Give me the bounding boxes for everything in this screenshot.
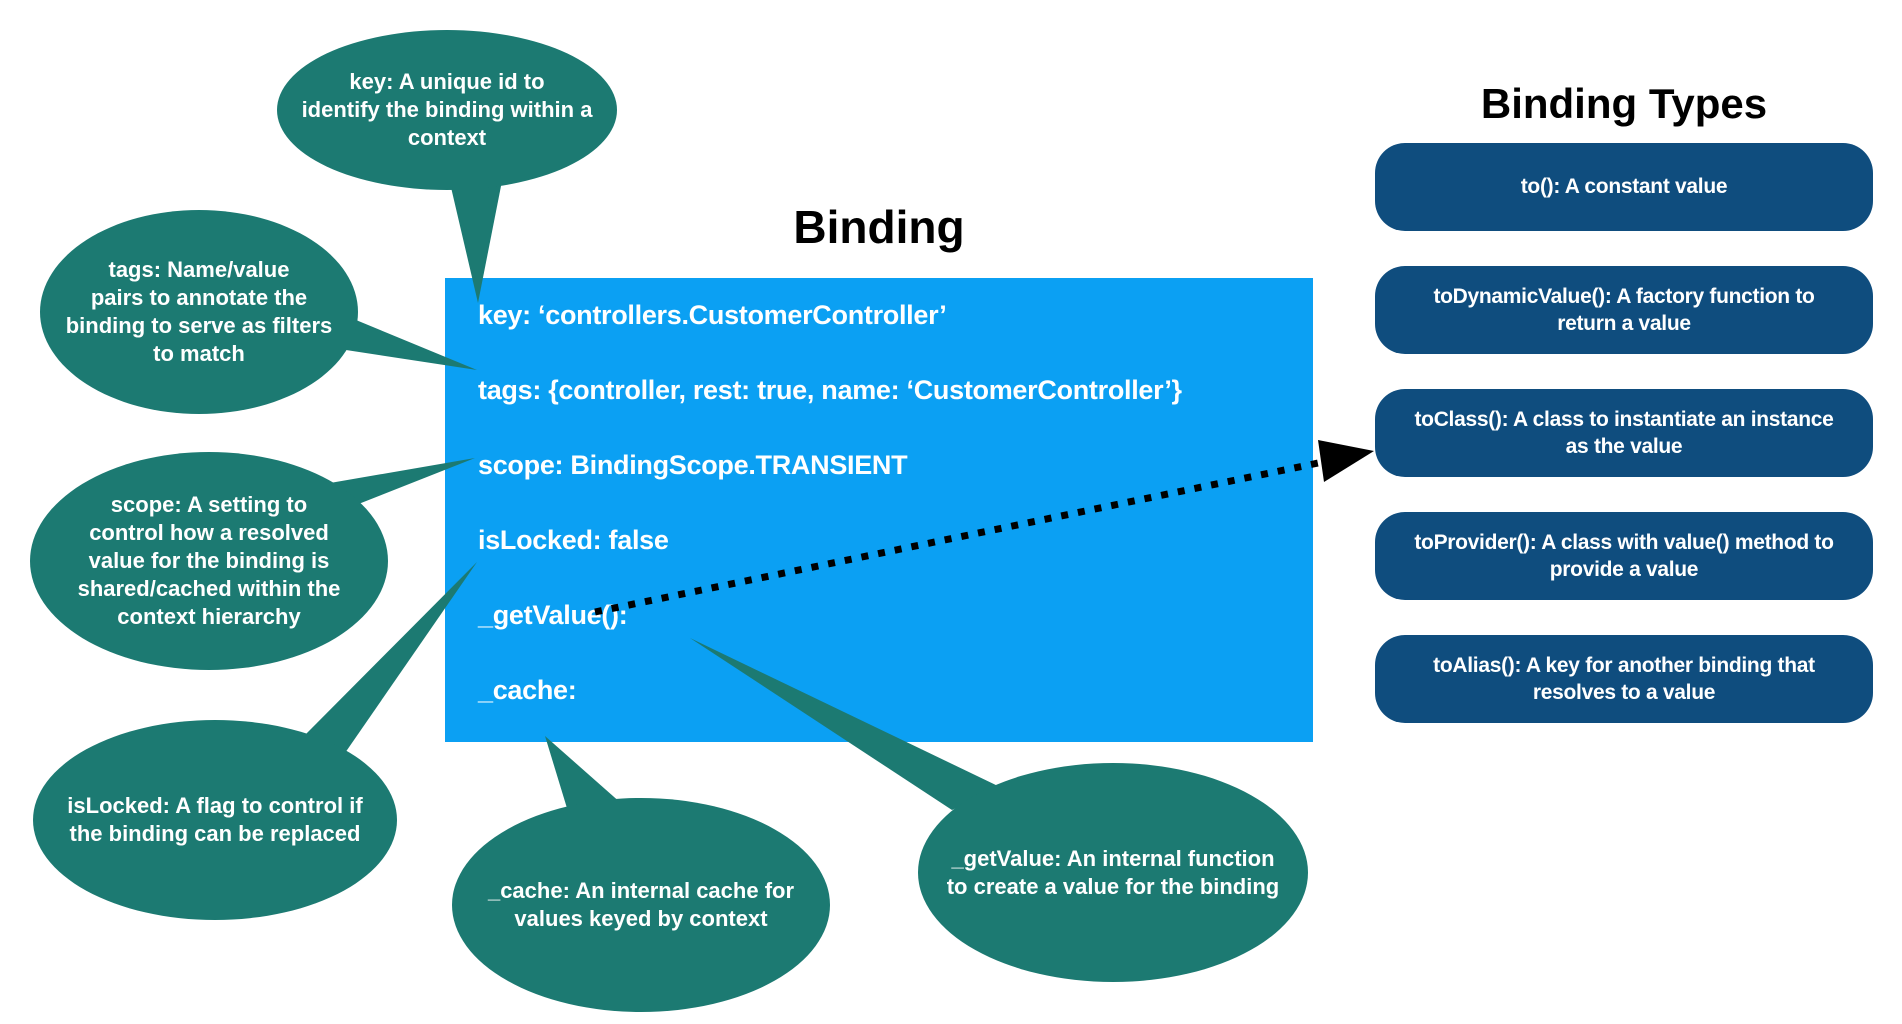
binding-field-tags: tags: {controller, rest: true, name: ‘Cu… <box>478 375 1182 405</box>
binding-type-toclass-label: toClass(): A class to instantiate an ins… <box>1414 407 1834 458</box>
binding-field-key: key: ‘controllers.CustomerController’ <box>478 300 947 330</box>
binding-field-islocked: isLocked: false <box>478 525 669 555</box>
dotted-arrow-line <box>594 457 1329 616</box>
binding-type-toprovider: toProvider(): A class with value() metho… <box>1375 512 1873 600</box>
binding-field-getvalue: _getValue(): <box>478 600 628 630</box>
callout-tail-key <box>450 181 502 303</box>
callout-tags: tags: Name/value pairs to annotate the b… <box>40 210 358 414</box>
binding-types-title: Binding Types <box>1480 80 1768 127</box>
callout-getvalue-text: _getValue: An internal function to creat… <box>946 845 1280 899</box>
binding-field-cache: _cache: <box>478 675 577 705</box>
binding-type-toprovider-label: toProvider(): A class with value() metho… <box>1414 530 1834 581</box>
callout-scope: scope: A setting to control how a resolv… <box>30 452 388 670</box>
callout-tags-text: tags: Name/value pairs to annotate the b… <box>65 257 333 366</box>
dotted-arrow-head <box>1318 440 1374 482</box>
callout-tail-getvalue <box>690 638 1000 810</box>
callout-islocked-text: isLocked: A flag to control if the bindi… <box>67 793 363 846</box>
binding-field-scope: scope: BindingScope.TRANSIENT <box>478 450 908 480</box>
callout-scope-text: scope: A setting to control how a resolv… <box>77 492 341 629</box>
binding-type-toalias-label: toAlias(): A key for another binding tha… <box>1433 653 1815 704</box>
binding-type-todynamicvalue: toDynamicValue(): A factory function to … <box>1375 266 1873 354</box>
binding-type-to-label: to(): A constant value <box>1520 175 1728 199</box>
callout-key: key: A unique id to identify the binding… <box>277 30 617 190</box>
callout-key-text: key: A unique id to identify the binding… <box>301 69 593 150</box>
callout-tail-cache <box>545 736 622 818</box>
callout-tail-scope <box>330 458 475 505</box>
callout-cache: _cache: An internal cache for values key… <box>452 798 830 1012</box>
binding-type-toclass: toClass(): A class to instantiate an ins… <box>1375 389 1873 477</box>
callout-cache-text: _cache: An internal cache for values key… <box>487 878 795 931</box>
callout-islocked: isLocked: A flag to control if the bindi… <box>33 720 397 920</box>
binding-type-toalias: toAlias(): A key for another binding tha… <box>1375 635 1873 723</box>
callout-tail-islocked <box>305 562 477 753</box>
binding-box: key: ‘controllers.CustomerController’ ta… <box>445 278 1313 742</box>
binding-type-todynamicvalue-label: toDynamicValue(): A factory function to … <box>1433 284 1815 335</box>
binding-title: Binding <box>793 201 965 253</box>
binding-type-to: to(): A constant value <box>1375 143 1873 231</box>
callout-tail-tags <box>346 320 477 370</box>
callout-getvalue: _getValue: An internal function to creat… <box>918 763 1308 982</box>
